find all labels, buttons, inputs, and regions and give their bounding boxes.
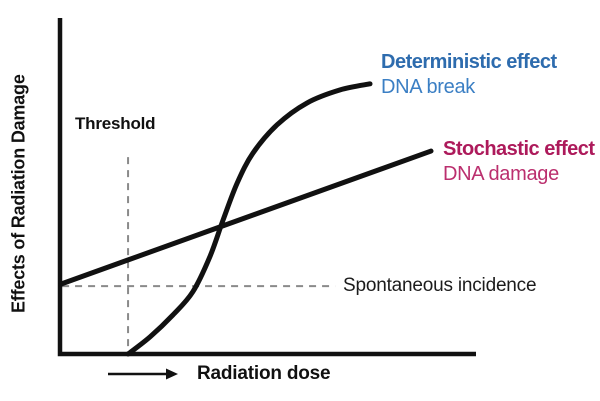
stochastic-effect-subtitle: DNA damage [443, 163, 559, 185]
axes-line [57, 18, 476, 357]
deterministic-curve [125, 81, 373, 357]
y-axis-label: Effects of Radiation Damage [8, 74, 29, 314]
deterministic-effect-subtitle: DNA break [381, 76, 476, 98]
stochastic-line [58, 148, 434, 287]
x-axis-direction-arrow-icon [108, 368, 178, 380]
threshold-label: Threshold [75, 114, 156, 133]
stochastic-legend: Stochastic effect DNA damage [443, 137, 595, 187]
deterministic-effect-title: Deterministic effect [381, 51, 557, 73]
stochastic-effect-title: Stochastic effect [443, 138, 595, 160]
spontaneous-incidence-label: Spontaneous incidence [343, 275, 537, 296]
deterministic-legend: Deterministic effect DNA break [381, 50, 557, 100]
x-axis-label: Radiation dose [197, 363, 331, 384]
